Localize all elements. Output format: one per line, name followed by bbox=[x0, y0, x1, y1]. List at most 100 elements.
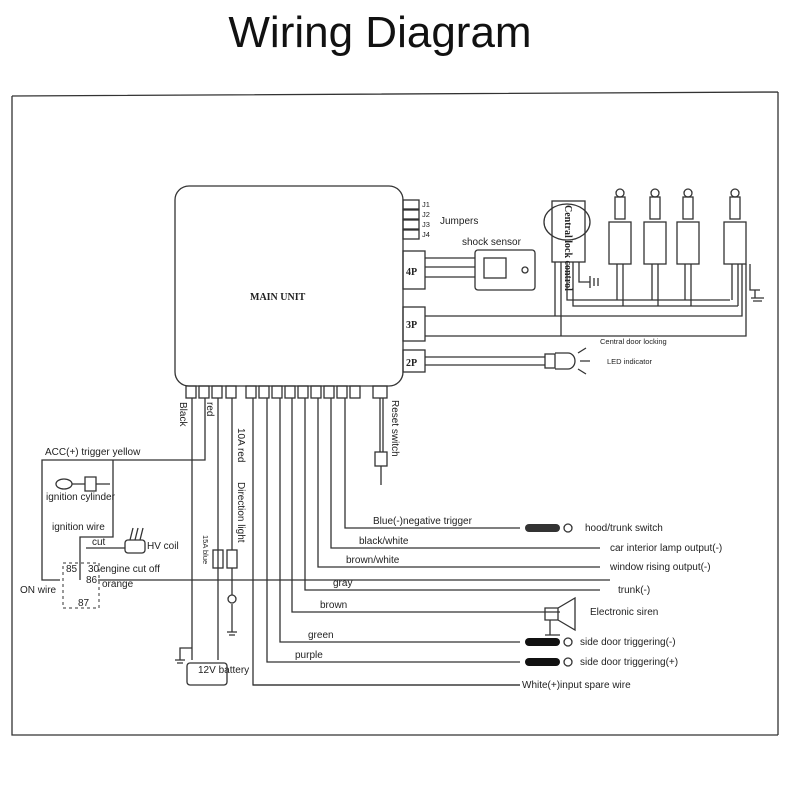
fuse-15a bbox=[212, 549, 224, 569]
direction-light-label: Direction light bbox=[235, 482, 246, 543]
wire-color-label: Blue(-)negative trigger bbox=[373, 516, 473, 527]
wire-output-label: side door triggering(+) bbox=[580, 657, 678, 668]
main-unit: MAIN UNIT J1 J2 J3 J4 Jumpers 4P 3P 2P bbox=[174, 185, 478, 399]
relay-pin: 86 bbox=[86, 575, 98, 586]
jumper-j2 bbox=[402, 209, 420, 220]
connector-pin bbox=[258, 385, 270, 399]
orange-wire-label: orange bbox=[102, 579, 134, 590]
connector-pin bbox=[310, 385, 322, 399]
reset-switch: Reset switch bbox=[374, 398, 400, 485]
door-lock-actuator-icon bbox=[608, 188, 632, 306]
central-door-locking-label: Central door locking bbox=[600, 337, 667, 346]
connector-2p-label: 2P bbox=[406, 358, 417, 369]
wire-2: black/white car interior lamp output(-) bbox=[330, 398, 722, 554]
battery-icon bbox=[186, 662, 228, 686]
connector-3p bbox=[402, 306, 426, 342]
hv-coil-icon bbox=[124, 527, 146, 554]
jumper-label: J2 bbox=[422, 210, 430, 219]
relay-pin: 30 bbox=[88, 564, 100, 575]
connector-pin bbox=[271, 385, 283, 399]
door-lock-actuator-icon bbox=[723, 188, 747, 306]
connector-4p-label: 4P bbox=[406, 267, 417, 278]
black-wire-label: Black bbox=[177, 402, 188, 427]
wire-color-label: brown bbox=[320, 600, 347, 611]
connector-3p-label: 3P bbox=[406, 320, 417, 331]
wire-output-label: White(+)input spare wire bbox=[522, 680, 631, 691]
reset-switch-label: Reset switch bbox=[389, 400, 400, 457]
trigger-switch-icon bbox=[525, 658, 560, 666]
on-wire-label: ON wire bbox=[20, 585, 57, 596]
connector-pin bbox=[185, 385, 197, 399]
ignition-cylinder-icon bbox=[55, 476, 110, 492]
wire-color-label: black/white bbox=[359, 536, 409, 547]
connector-pin bbox=[336, 385, 348, 399]
wire-4: gray trunk(-) bbox=[304, 398, 650, 596]
jumper-label: J1 bbox=[422, 200, 430, 209]
power-ignition-section: Black red 10A red Direction light 15A bl… bbox=[20, 398, 610, 686]
wire-color-label: green bbox=[308, 630, 334, 641]
central-lock-control: Central lock control bbox=[425, 188, 764, 337]
connector-pin bbox=[297, 385, 309, 399]
acc-trigger-label: ACC(+) trigger yellow bbox=[45, 447, 141, 458]
jumper-label: J3 bbox=[422, 220, 430, 229]
connector-pin bbox=[323, 385, 335, 399]
wire-7: purple side door triggering(+) bbox=[266, 398, 678, 668]
cut-label: cut bbox=[92, 537, 106, 548]
red-wire-label: red bbox=[204, 402, 215, 416]
connector-pin bbox=[198, 385, 210, 399]
relay-pin: 87 bbox=[78, 598, 90, 609]
fuse-10a bbox=[226, 549, 238, 569]
wire-output-label: Electronic siren bbox=[590, 607, 658, 618]
direction-lamp-icon bbox=[227, 594, 237, 604]
relay-pin: 85 bbox=[66, 564, 78, 575]
wire-6: green side door triggering(-) bbox=[279, 398, 676, 648]
reset-pin bbox=[372, 385, 388, 399]
page-title: Wiring Diagram bbox=[228, 8, 532, 57]
wire-color-label: gray bbox=[333, 578, 352, 589]
main-unit-label: MAIN UNIT bbox=[250, 292, 306, 303]
output-wires: Blue(-)negative trigger hood/trunk switch… bbox=[252, 398, 722, 691]
wire-output-label: side door triggering(-) bbox=[580, 637, 676, 648]
ignition-wire-label: ignition wire bbox=[52, 522, 105, 533]
jumpers-label: Jumpers bbox=[440, 216, 478, 227]
wire-output-label: trunk(-) bbox=[618, 585, 650, 596]
diagram-frame bbox=[11, 91, 779, 736]
bottom-connector-pins bbox=[185, 385, 388, 399]
connector-pin bbox=[349, 385, 361, 399]
wire-color-label: purple bbox=[295, 650, 323, 661]
siren-icon bbox=[544, 596, 576, 636]
jumper-j4 bbox=[402, 229, 420, 240]
trigger-switch-icon bbox=[525, 638, 560, 646]
wire-output-label: car interior lamp output(-) bbox=[610, 543, 722, 554]
wire-1: Blue(-)negative trigger hood/trunk switch bbox=[344, 398, 663, 534]
connector-pin bbox=[284, 385, 296, 399]
led-indicator-label: LED indicator bbox=[607, 357, 653, 366]
jumper-j1 bbox=[402, 199, 420, 210]
central-lock-label: Central lock control bbox=[562, 205, 573, 291]
jumper-j3 bbox=[402, 219, 420, 230]
wire-output-label: window rising output(-) bbox=[609, 562, 711, 573]
shock-sensor-label: shock sensor bbox=[462, 237, 522, 248]
battery-label: 12V battery bbox=[198, 665, 249, 676]
door-lock-actuator-icon bbox=[676, 188, 700, 306]
connector-2p bbox=[402, 349, 426, 373]
connector-pin bbox=[245, 385, 257, 399]
shock-sensor: shock sensor bbox=[425, 237, 536, 291]
engine-cut-off-label: engine cut off bbox=[100, 564, 160, 575]
wire-color-label: brown/white bbox=[346, 555, 400, 566]
jumper-label: J4 bbox=[422, 230, 430, 239]
trigger-switch-icon bbox=[525, 524, 560, 532]
connector-pin bbox=[225, 385, 237, 399]
wire-output-label: hood/trunk switch bbox=[585, 523, 663, 534]
15a-blue-label: 15A blue bbox=[201, 535, 210, 564]
wire-8: White(+)input spare wire bbox=[252, 398, 631, 691]
wire-3: brown/white window rising output(-) bbox=[317, 398, 711, 573]
relay-box bbox=[62, 562, 100, 609]
door-lock-actuator-icon bbox=[643, 188, 667, 306]
connector-4p bbox=[402, 250, 426, 290]
ignition-cylinder-label: ignition cylinder bbox=[46, 492, 116, 503]
connector-pin bbox=[211, 385, 223, 399]
hv-coil-label: HV coil bbox=[147, 541, 179, 552]
